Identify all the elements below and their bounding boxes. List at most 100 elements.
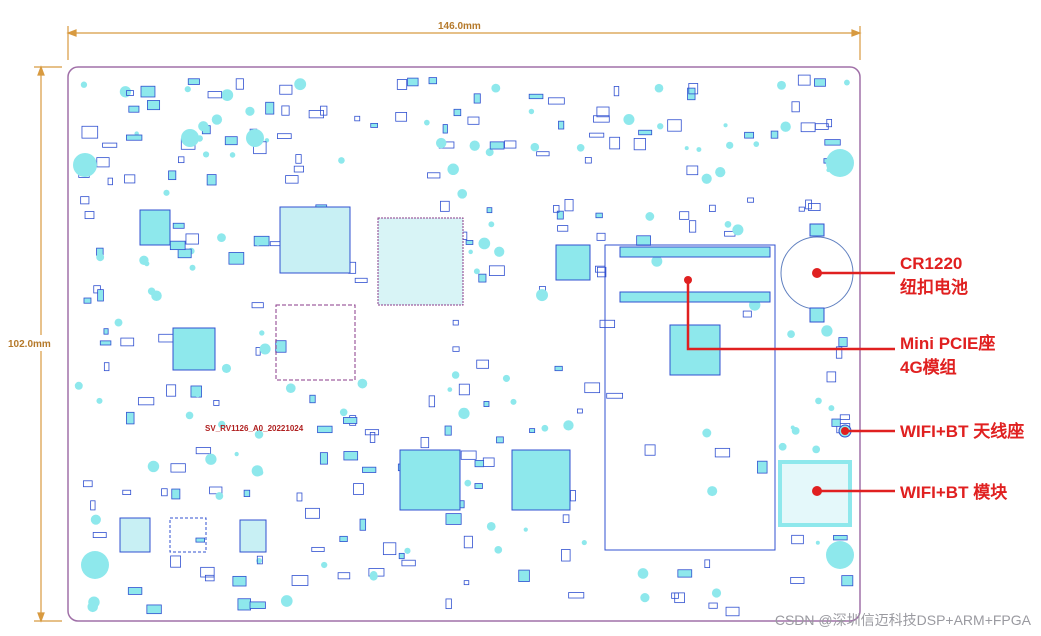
pad xyxy=(317,425,333,434)
pad xyxy=(140,85,156,98)
pad xyxy=(359,518,367,531)
pad xyxy=(489,141,505,150)
width-dimension-label: 146.0mm xyxy=(438,21,481,32)
pad xyxy=(496,436,504,444)
pad xyxy=(255,241,261,246)
pad xyxy=(523,527,528,532)
pad xyxy=(200,566,215,578)
callout-dot-pcie xyxy=(684,276,692,284)
pad xyxy=(293,165,304,173)
pad xyxy=(339,535,348,542)
pad xyxy=(510,398,517,405)
pad xyxy=(224,136,238,146)
pad xyxy=(562,514,570,523)
pad xyxy=(189,264,196,271)
pad xyxy=(96,157,110,168)
pad xyxy=(791,426,800,435)
pad xyxy=(198,121,209,132)
pad xyxy=(337,572,351,580)
pad xyxy=(99,340,112,346)
pad xyxy=(172,222,185,229)
pad xyxy=(467,116,480,125)
pad xyxy=(209,486,223,495)
pad xyxy=(83,480,93,488)
pad xyxy=(528,108,535,115)
pad xyxy=(114,318,123,327)
pad xyxy=(169,240,186,251)
pad xyxy=(595,212,603,219)
pad xyxy=(494,246,505,257)
pad xyxy=(453,108,462,117)
pad xyxy=(195,447,212,455)
pad xyxy=(757,460,768,474)
callout-dot-battery xyxy=(812,268,822,278)
pad xyxy=(636,235,651,246)
pad xyxy=(815,397,822,405)
height-dimension-label: 102.0mm xyxy=(8,339,51,350)
mini-pcie-connector xyxy=(619,246,771,258)
pad xyxy=(254,430,264,439)
pad xyxy=(457,188,468,199)
pad xyxy=(593,115,610,123)
pad xyxy=(504,140,517,149)
pad xyxy=(308,110,324,119)
pad xyxy=(488,265,505,276)
pad xyxy=(568,592,585,599)
pad xyxy=(541,424,549,432)
pad xyxy=(354,115,361,122)
pad xyxy=(597,266,607,278)
pad xyxy=(163,189,170,196)
pad xyxy=(821,325,833,337)
pad xyxy=(564,199,574,212)
pad xyxy=(190,385,202,398)
pad xyxy=(677,569,693,578)
pad xyxy=(558,120,565,130)
pad xyxy=(126,134,143,141)
pad xyxy=(702,428,712,438)
watermark: CSDN @深圳信迈科技DSP+ARM+FPGA xyxy=(774,612,1031,628)
pad xyxy=(279,84,293,95)
pad xyxy=(841,575,854,587)
board-version-label: SV_RV1126_A0_20221024 xyxy=(205,424,304,433)
pad xyxy=(536,289,548,302)
pad xyxy=(577,408,583,414)
pad xyxy=(831,418,841,427)
pad xyxy=(170,463,186,473)
pad xyxy=(171,488,181,500)
callout-pcie-line2: 4G模组 xyxy=(900,357,957,377)
pad xyxy=(686,165,699,176)
pad xyxy=(657,123,664,130)
pad xyxy=(294,78,307,91)
pad xyxy=(790,577,805,584)
pad xyxy=(202,151,210,158)
pad xyxy=(726,141,734,149)
pad xyxy=(321,561,328,569)
pad xyxy=(812,445,821,454)
pad xyxy=(623,113,635,126)
pad xyxy=(557,225,569,232)
callout-pcie-line1: Mini PCIE座 xyxy=(900,333,995,353)
emmc-footprint xyxy=(275,304,356,381)
pad xyxy=(97,289,104,302)
pad xyxy=(599,319,616,328)
pad xyxy=(370,122,378,128)
callout-battery-line1: CR1220 xyxy=(900,254,962,273)
pad xyxy=(742,310,752,318)
pad xyxy=(581,540,587,546)
pad xyxy=(428,77,438,85)
pad xyxy=(218,420,226,429)
callout-battery-line2: 纽扣电池 xyxy=(900,277,968,297)
pad xyxy=(724,221,732,228)
pad xyxy=(404,547,411,554)
pad xyxy=(553,205,560,213)
pad xyxy=(452,346,460,352)
pad xyxy=(428,395,436,408)
pad xyxy=(357,378,368,389)
pad xyxy=(491,83,501,93)
mini-pcie-outline xyxy=(604,244,776,551)
pad xyxy=(295,154,302,164)
pad xyxy=(435,137,447,149)
callout-dot-wifi xyxy=(812,486,822,496)
pad xyxy=(80,196,90,205)
pad xyxy=(828,405,835,412)
